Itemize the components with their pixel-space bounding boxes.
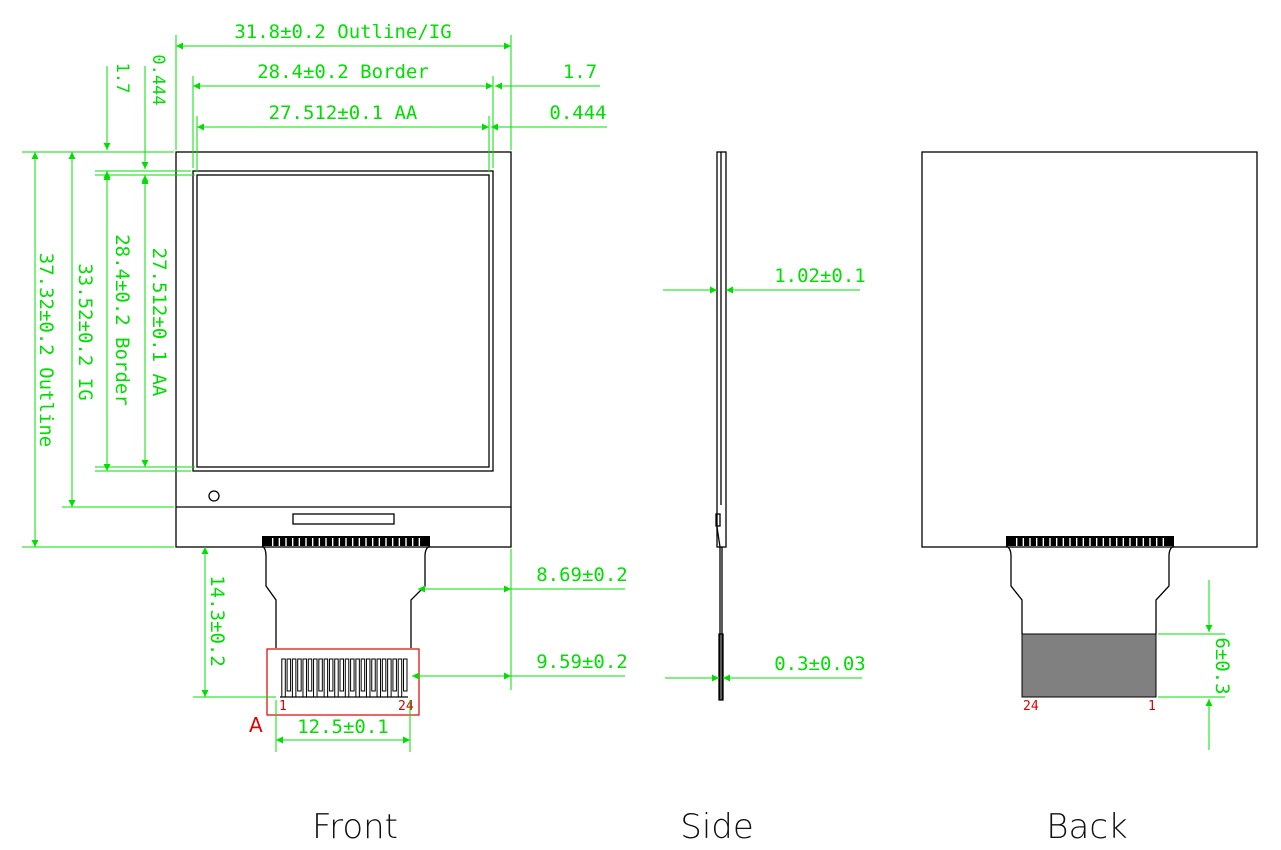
- gold-finger: [365, 658, 371, 698]
- side-view: 1.02±0.1 0.3±0.03 Side: [663, 151, 866, 847]
- gold-finger: [334, 658, 339, 698]
- gold-finger: [387, 658, 392, 698]
- dim-fpc-neck-offset: 8.69±0.2: [536, 564, 628, 586]
- gold-finger: [318, 658, 323, 692]
- gold-finger: [403, 658, 408, 692]
- detail-marker-label: A: [249, 713, 263, 737]
- dim-stiffener-length: 6±0.3: [1211, 637, 1233, 694]
- front-pin-last-label: 24: [398, 699, 414, 714]
- dim-right-aa-offset: 0.444: [549, 102, 606, 124]
- dim-outline-width: 31.8±0.2 Outline/IG: [234, 21, 451, 43]
- gold-finger: [313, 658, 318, 698]
- front-pin-first-label: 1: [279, 699, 287, 714]
- back-dimension-arrows: [1158, 580, 1225, 750]
- back-view: 24 1 6±0.3 Back: [921, 151, 1258, 847]
- side-view-label: Side: [680, 807, 754, 847]
- front-border: [192, 170, 494, 472]
- dim-top-border-offset: 1.7: [112, 63, 132, 94]
- detail-box-a: [266, 648, 420, 716]
- dim-aa-width: 27.512±0.1 AA: [269, 102, 418, 124]
- back-panel-outline: [921, 151, 1258, 548]
- back-pin-first-label: 1: [1148, 699, 1156, 714]
- side-fpc: [716, 526, 723, 700]
- dim-module-thickness: 1.02±0.1: [774, 265, 866, 287]
- gold-finger: [392, 658, 397, 692]
- front-fpc-connector-gaps: [271, 538, 421, 546]
- front-extension-lines: [22, 35, 512, 752]
- dim-right-border-offset: 1.7: [563, 61, 597, 83]
- dim-fpc-tail-offset: 9.59±0.2: [536, 651, 628, 673]
- gold-finger: [381, 658, 387, 692]
- front-ic-strip: [292, 513, 395, 525]
- back-fpc-body: [1005, 545, 1175, 634]
- gold-finger: [344, 658, 350, 698]
- front-fpc-body: [261, 545, 431, 648]
- gold-finger: [376, 658, 382, 698]
- dim-outline-height: 37.32±0.2 Outline: [35, 253, 57, 447]
- gold-finger: [307, 658, 313, 692]
- dim-top-aa-offset: 0.444: [148, 54, 168, 105]
- front-dimension-arrows: [31, 42, 625, 744]
- gold-finger: [360, 658, 366, 692]
- gold-finger: [371, 658, 376, 692]
- gold-finger: [328, 658, 334, 692]
- gold-finger: [291, 658, 297, 698]
- side-ic-bump: [715, 513, 721, 527]
- front-panel-outline: [175, 151, 512, 548]
- front-fpc-gold-fingers: [281, 658, 408, 698]
- dim-fpc-length: 14.3±0.2: [206, 575, 228, 667]
- dim-ig-height: 33.52±0.2 IG: [74, 263, 96, 400]
- dim-aa-height: 27.512±0.1 AA: [148, 248, 170, 397]
- back-view-label: Back: [1046, 807, 1127, 847]
- gold-finger: [281, 658, 286, 698]
- dim-border-width: 28.4±0.2 Border: [257, 61, 429, 83]
- dim-pin-span: 12.5±0.1: [297, 716, 389, 738]
- side-dimension-arrows: [663, 286, 862, 682]
- front-view: A 1 24: [22, 21, 628, 847]
- gold-finger: [302, 658, 307, 698]
- front-mark-circle: [208, 490, 220, 502]
- gold-finger: [350, 658, 355, 692]
- dim-fpc-thickness: 0.3±0.03: [774, 653, 866, 675]
- front-active-area: [196, 174, 490, 468]
- dim-border-height: 28.4±0.2 Border: [111, 234, 133, 406]
- gold-finger: [297, 658, 302, 692]
- side-stiffener: [718, 633, 724, 701]
- back-pin-last-label: 24: [1023, 699, 1039, 714]
- gold-finger: [286, 658, 292, 692]
- front-view-label: Front: [312, 807, 398, 847]
- gold-finger: [355, 658, 360, 698]
- gold-finger: [397, 658, 403, 698]
- gold-finger: [323, 658, 329, 698]
- gold-finger: [339, 658, 345, 692]
- back-stiffener: [1021, 633, 1157, 698]
- back-fpc-connector-gaps: [1015, 538, 1165, 546]
